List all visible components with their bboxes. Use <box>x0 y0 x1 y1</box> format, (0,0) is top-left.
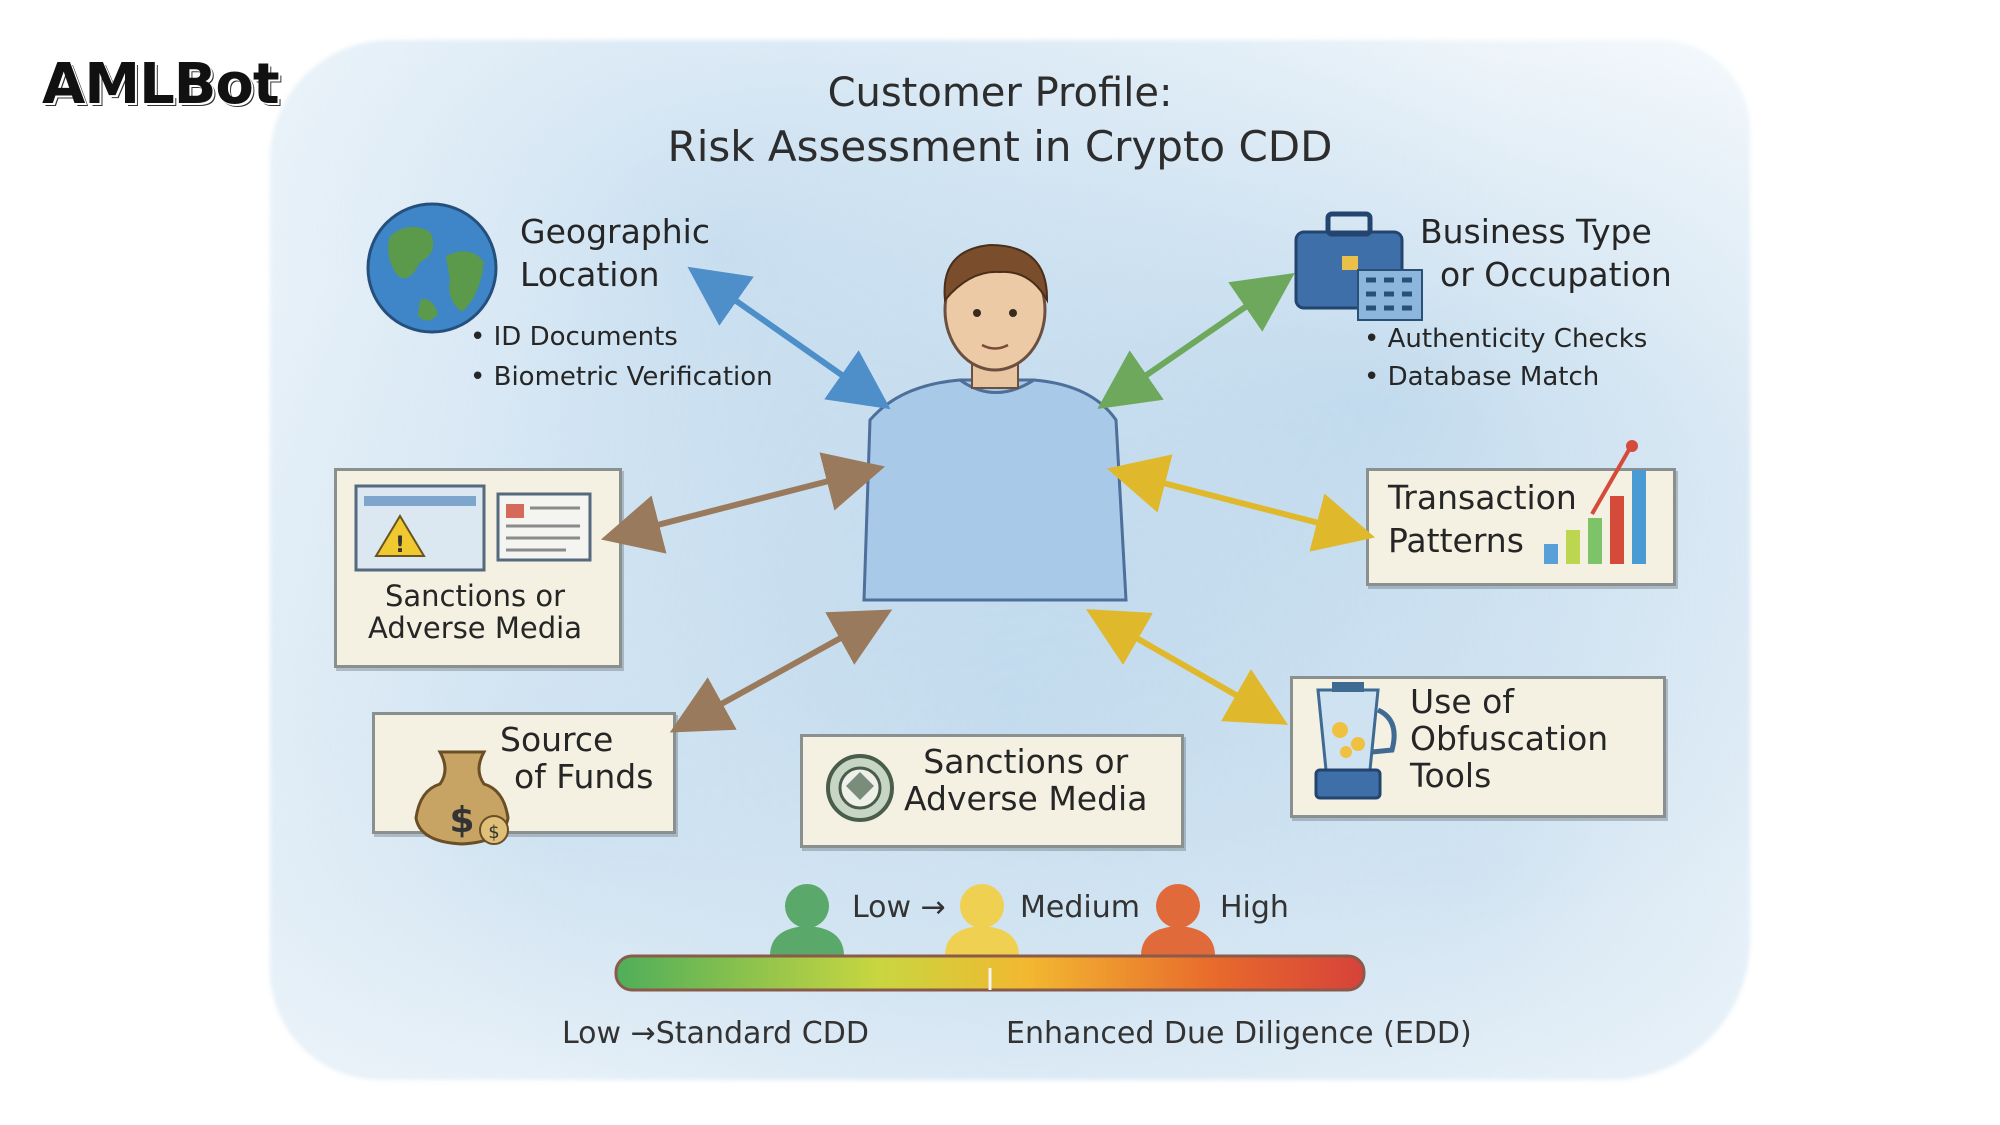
arrow-geographic <box>687 266 891 410</box>
svg-text:!: ! <box>395 533 405 558</box>
business-bullet-2: Database Match <box>1364 362 1600 392</box>
geographic-label-line2: Location <box>520 254 660 294</box>
risk-meter <box>614 884 1366 992</box>
sanctions-left-label-line2: Adverse Media <box>368 611 582 646</box>
risk-bottom-right: Enhanced Due Diligence (EDD) <box>1006 1016 1472 1051</box>
customer-figure <box>862 243 1128 602</box>
obfuscation-label-line1: Use of <box>1410 682 1514 721</box>
risk-level-medium: Medium <box>1020 890 1140 925</box>
brand-logo: AMLBot <box>42 52 280 117</box>
arrow-transaction <box>1106 454 1376 552</box>
obfuscation-label-line2: Obfuscation <box>1410 718 1609 758</box>
geographic-bullet-2: Biometric Verification <box>470 362 773 392</box>
transaction-label-line2: Patterns <box>1388 520 1524 560</box>
coin-icon <box>826 754 894 822</box>
business-label-line1: Business Type <box>1420 212 1652 251</box>
business-label-line2: or Occupation <box>1440 254 1672 294</box>
risk-low-head <box>770 884 844 956</box>
diagram-title-line1: Customer Profile: <box>827 70 1173 116</box>
briefcase-icon <box>1294 211 1423 321</box>
business-bullet-1: Authenticity Checks <box>1364 324 1648 354</box>
sanctions-center-label: Sanctions or Adverse Media <box>904 742 1148 818</box>
arrow-obfuscation <box>1085 609 1289 725</box>
risk-level-low: Low → <box>852 890 946 925</box>
money-bag-icon: $ $ <box>414 750 510 846</box>
geographic-bullet-1: ID Documents <box>470 322 678 352</box>
transaction-label-line1: Transaction <box>1388 478 1577 517</box>
sanctions-center-label-line1: Sanctions or <box>923 742 1129 781</box>
blender-icon <box>1314 682 1397 800</box>
risk-medium-head <box>945 884 1019 956</box>
obfuscation-label-line3: Tools <box>1410 755 1492 795</box>
diagram-title-line2: Risk Assessment in Crypto CDD <box>667 122 1333 171</box>
arrow-sanctions-left <box>600 452 886 554</box>
sanctions-left-label: Sanctions or Adverse Media <box>334 580 616 645</box>
geographic-label: Geographic Location <box>520 212 710 294</box>
source-funds-label: Source of Funds <box>500 720 654 796</box>
sanctions-center-label-line2: Adverse Media <box>904 778 1148 818</box>
business-label: Business Type or Occupation <box>1420 212 1672 294</box>
geographic-label-line1: Geographic <box>520 212 710 251</box>
risk-bottom-left: Low →Standard CDD <box>562 1016 869 1051</box>
sanctions-left-label-line1: Sanctions or <box>384 579 566 613</box>
source-funds-label-line1: Source <box>500 720 614 759</box>
svg-text:$: $ <box>488 822 499 843</box>
globe-icon <box>366 202 498 334</box>
svg-text:$: $ <box>449 800 474 841</box>
risk-high-head <box>1141 884 1215 956</box>
source-funds-label-line2: of Funds <box>514 756 654 796</box>
risk-level-high: High <box>1220 890 1289 925</box>
transaction-label: Transaction Patterns <box>1388 478 1577 560</box>
arrow-business <box>1097 272 1295 410</box>
transaction-card <box>1366 468 1676 586</box>
obfuscation-label: Use of Obfuscation Tools <box>1410 682 1609 795</box>
arrow-source-funds <box>669 609 893 733</box>
warning-document-icon: ! <box>354 484 592 572</box>
bar-chart-icon <box>1544 440 1646 564</box>
